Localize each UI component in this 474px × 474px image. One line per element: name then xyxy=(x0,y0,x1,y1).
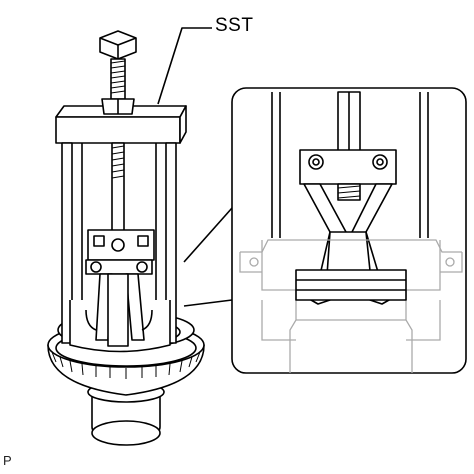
detail-inset xyxy=(231,87,467,374)
sst-label: SST xyxy=(215,15,254,36)
zoom-connector xyxy=(183,207,233,307)
center-bolt xyxy=(99,30,137,236)
figure-code: P xyxy=(3,453,12,468)
jaw-assembly xyxy=(85,229,155,347)
sst-leader-line xyxy=(157,27,212,105)
puller-frame xyxy=(55,105,187,353)
